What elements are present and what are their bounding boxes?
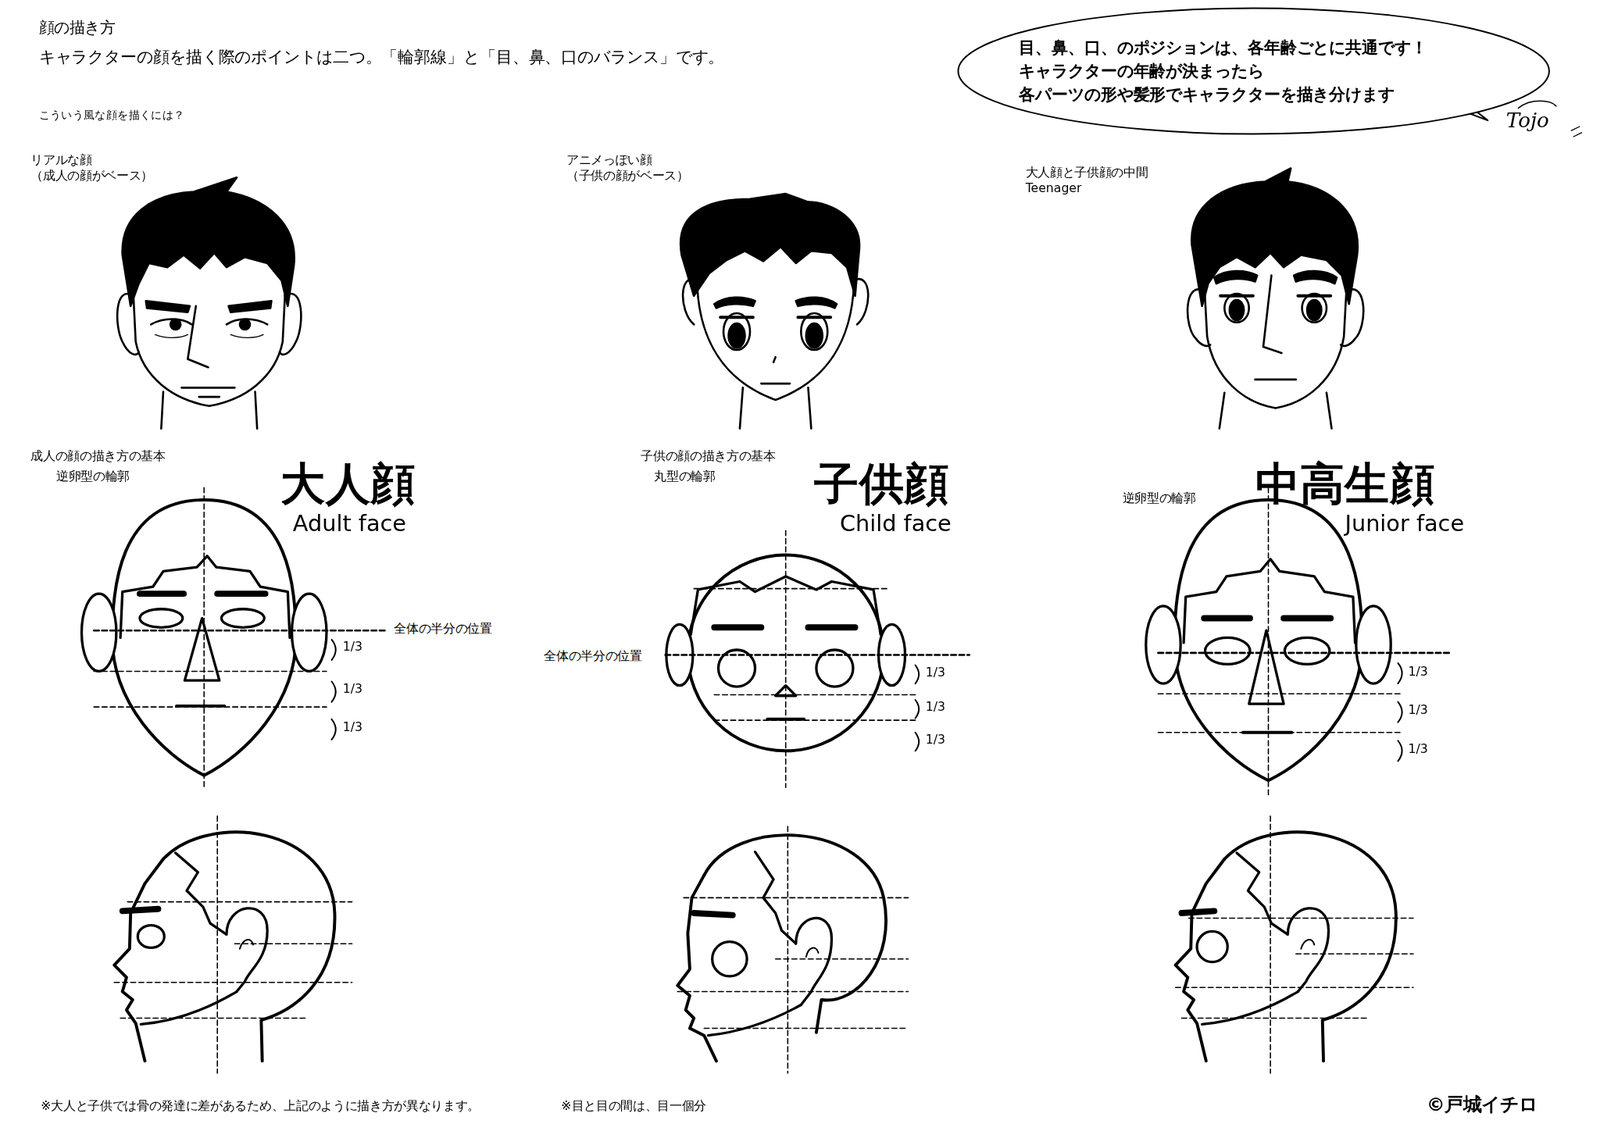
english-label: Junior face (1344, 510, 1465, 539)
child-side-diagram (677, 826, 908, 1074)
fraction-label: 1/3 (925, 700, 946, 716)
bubble-text: 目、鼻、口、のポジションは、各年齢ごとに共通です！ キャラクターの年齢が決まった… (1018, 35, 1489, 108)
fraction-label: 1/3 (342, 720, 363, 736)
fraction-label: 1/3 (925, 665, 946, 682)
child-front-diagram (665, 530, 970, 788)
bubble-ellipse (957, 7, 1550, 134)
adult-side-diagram (114, 816, 352, 1074)
copyright: ©戸城イチロ (1426, 1093, 1537, 1117)
caption-label: 逆卵型の輪郭 (1122, 490, 1197, 507)
footnote: ※大人と子供では骨の発達に差があるため、上記のように描き方が異なります。 (40, 1099, 480, 1115)
heading-label: 大人顔 (280, 455, 415, 512)
fraction-label: 1/3 (1407, 664, 1428, 680)
junior-side-diagram (1175, 816, 1414, 1074)
signature: Tojo (1506, 107, 1550, 134)
adult-portrait (117, 177, 301, 429)
guide-label: 全体の半分の位置 (543, 649, 642, 665)
prompt-note: こういう風な顔を描くには？ (39, 107, 186, 122)
subtitle: キャラクターの顔を描く際のポイントは二つ。「輪郭線」と「目、鼻、口のバランス」で… (39, 46, 725, 68)
caption-label: 丸型の輪郭 (653, 469, 715, 486)
fraction-label: 1/3 (925, 732, 946, 749)
speech-bubble: 目、鼻、口、のポジションは、各年齢ごとに共通です！ キャラクターの年齢が決まった… (957, 7, 1550, 136)
child-portrait (680, 193, 868, 429)
caption-label: 大人顔と子供顔の中間 Teenager (1025, 165, 1164, 197)
english-label: Child face (839, 510, 952, 539)
caption-label: アニメっぽい顔 （子供の顔がベース） (566, 153, 700, 184)
fraction-label: 1/3 (342, 681, 363, 697)
caption-label: 逆卵型の輪郭 (56, 469, 130, 486)
heading-label: 中高生顔 (1255, 455, 1436, 512)
footnote: ※目と目の間は、目一個分 (560, 1099, 707, 1115)
caption-label: 子供の顔の描き方の基本 (640, 449, 775, 465)
junior-portrait (1187, 168, 1364, 429)
page-title: 顔の描き方 (39, 18, 116, 38)
caption-label: リアルな顔 （成人の顔がベース） (30, 153, 164, 184)
heading-label: 子供顔 (814, 455, 949, 512)
caption-label: 成人の顔の描き方の基本 (30, 449, 165, 465)
fraction-label: 1/3 (1407, 703, 1428, 719)
guide-label: 全体の半分の位置 (393, 621, 492, 637)
english-label: Adult face (292, 510, 407, 539)
fraction-label: 1/3 (342, 639, 363, 656)
fraction-label: 1/3 (1407, 742, 1428, 758)
